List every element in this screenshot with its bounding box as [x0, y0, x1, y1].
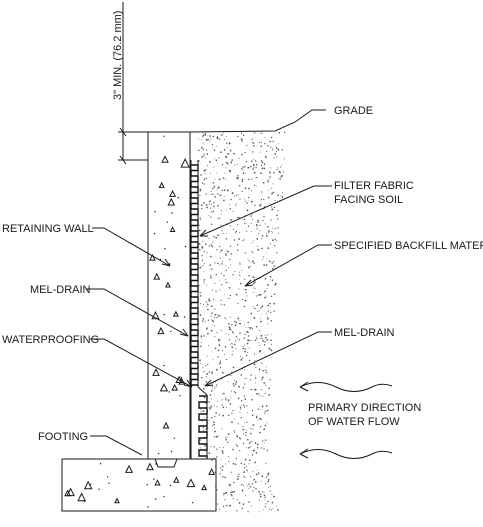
dimension-3in: 3" MIN. (76.2 mm)	[112, 2, 148, 165]
label-filter-fabric: FILTER FABRIC	[334, 180, 414, 192]
label-flow-1: PRIMARY DIRECTION	[308, 402, 421, 414]
label-mel-drain-left: MEL-DRAIN	[30, 284, 91, 296]
label-flow-2: OF WATER FLOW	[308, 416, 400, 428]
grade-line	[189, 109, 326, 133]
label-backfill: SPECIFIED BACKFILL MATERIAL	[334, 240, 483, 252]
label-facing-soil: FACING SOIL	[334, 194, 403, 206]
label-mel-drain-right: MEL-DRAIN	[334, 327, 395, 339]
mel-drain-core	[190, 160, 208, 459]
retaining-wall	[147, 131, 191, 460]
label-grade: GRADE	[334, 105, 373, 117]
backfill-soil	[190, 122, 300, 513]
footing	[61, 458, 217, 512]
label-footing: FOOTING	[38, 431, 88, 443]
leader-lines	[86, 185, 332, 456]
label-retaining-wall: RETAINING WALL	[2, 223, 94, 235]
label-waterproofing: WATERPROOFING	[2, 334, 99, 346]
dimension-label: 3" MIN. (76.2 mm)	[112, 11, 124, 100]
water-flow-arrows	[299, 381, 393, 459]
